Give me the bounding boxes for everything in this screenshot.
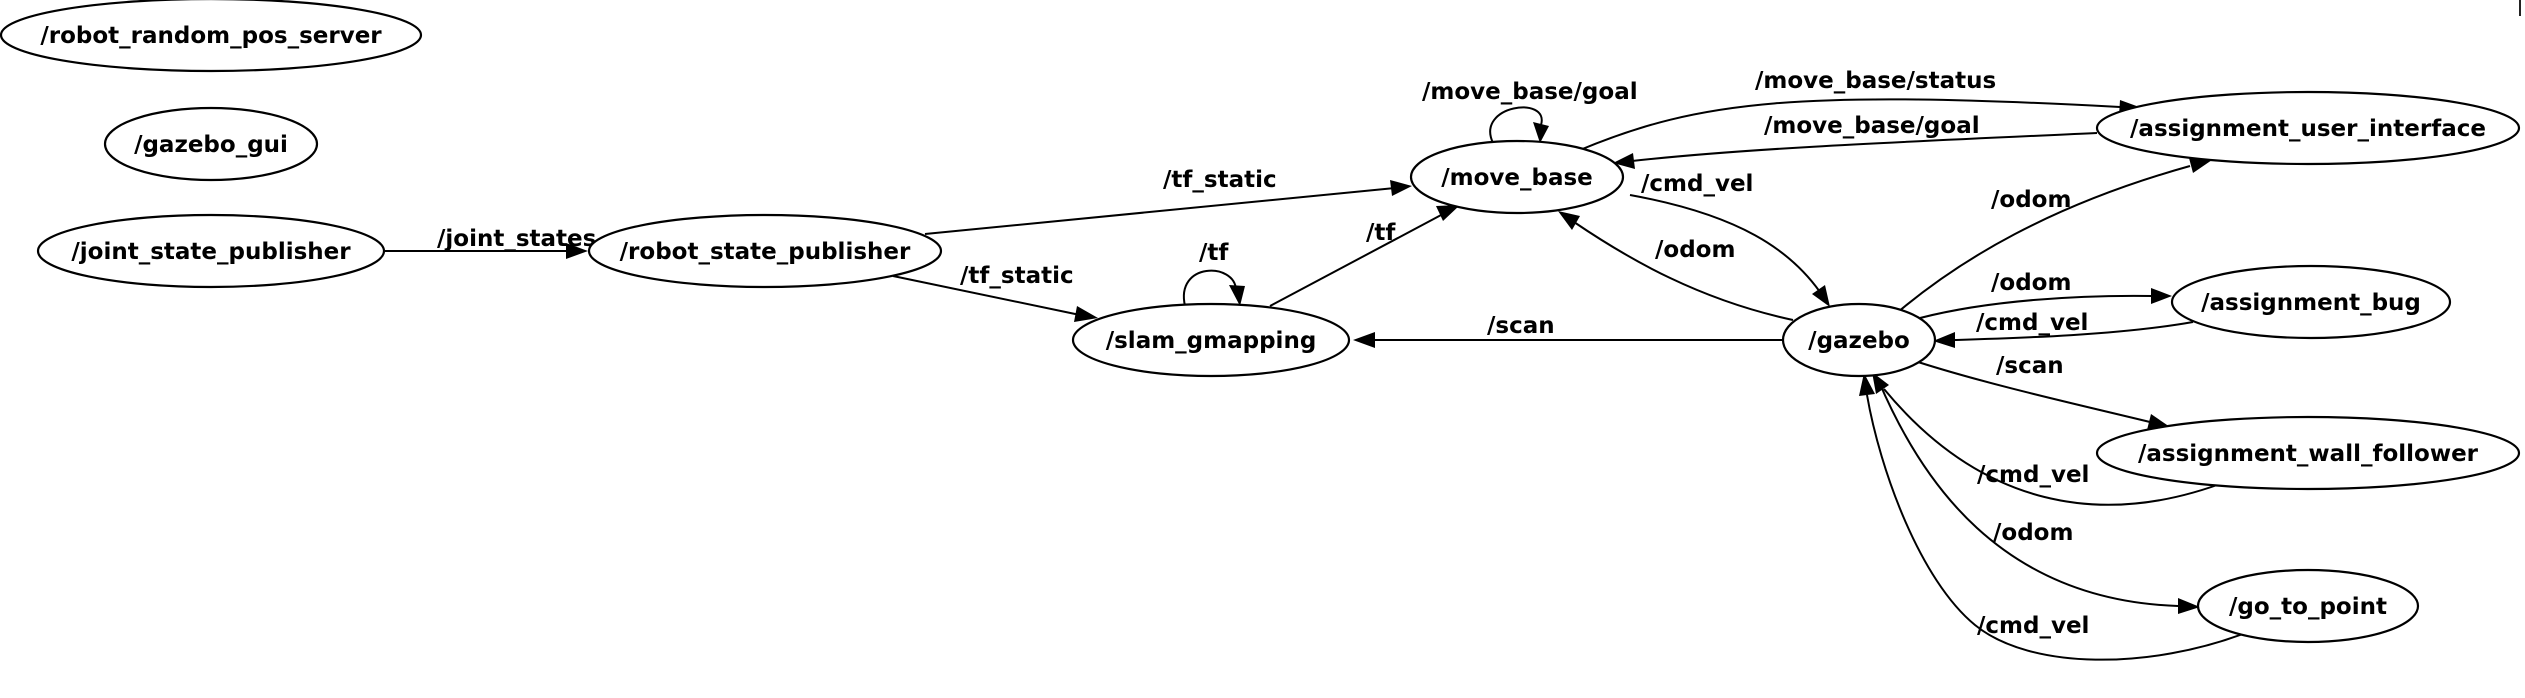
edge-bug-gz[interactable]: /cmd_vel	[1933, 310, 2194, 348]
edge-rsp-mb[interactable]: /tf_static	[924, 167, 1412, 235]
arrowhead	[2178, 598, 2200, 614]
edge-path	[1876, 376, 2179, 607]
node-assignment-user-interface[interactable]: /assignment_user_interface	[2095, 90, 2521, 166]
edge-label: /odom	[1991, 187, 2071, 213]
node-robot-random-pos-server[interactable]: /robot_random_pos_server	[0, 0, 423, 73]
arrowhead	[1558, 211, 1580, 230]
edge-label: /tf_static	[960, 263, 1074, 289]
edge-label: /cmd_vel	[1976, 310, 2088, 336]
edge-label: /cmd_vel	[1977, 613, 2089, 639]
edge-label: /joint_states	[437, 226, 596, 252]
edge-label: /odom	[1991, 270, 2071, 296]
edge-path	[1579, 98, 2121, 151]
edge-gz-aui[interactable]: /odom	[1897, 158, 2212, 313]
arrowhead	[1436, 205, 1460, 221]
node-assignment-wall-follower[interactable]: /assignment_wall_follower	[2095, 415, 2521, 491]
edge-path	[892, 275, 1081, 316]
node-label: /assignment_bug	[2201, 290, 2421, 316]
arrowhead	[1859, 373, 1875, 396]
node-label: /assignment_user_interface	[2130, 116, 2486, 142]
edge-path	[1883, 388, 2229, 506]
edge-label: /scan	[1487, 313, 1555, 339]
edge-label: /tf	[1199, 240, 1229, 266]
node-label: /gazebo_gui	[134, 132, 288, 158]
arrowhead	[1933, 332, 1955, 348]
edge-label: /move_base/goal	[1422, 79, 1638, 105]
edge-path	[1489, 106, 1543, 144]
node-joint-state-publisher[interactable]: /joint_state_publisher	[36, 213, 386, 289]
arrowhead	[2151, 288, 2172, 304]
edge-path	[1629, 194, 1821, 293]
arrowhead	[1074, 306, 1098, 322]
node-label: /move_base	[1441, 165, 1593, 191]
edge-path	[1954, 321, 2194, 341]
edge-slam-mb[interactable]: /tf	[1269, 205, 1460, 307]
node-label: /slam_gmapping	[1106, 328, 1317, 354]
edge-path	[1631, 132, 2098, 162]
edge-label: /cmd_vel	[1977, 462, 2089, 488]
edge-label: /scan	[1996, 353, 2064, 379]
edge-path	[1182, 269, 1237, 307]
node-gazebo-gui[interactable]: /gazebo_gui	[103, 106, 319, 182]
edge-mb-gz[interactable]: /cmd_vel	[1629, 171, 1830, 307]
arrowhead	[1390, 180, 1412, 196]
node-label: /assignment_wall_follower	[2138, 441, 2479, 467]
node-slam-gmapping[interactable]: /slam_gmapping	[1071, 302, 1351, 378]
edge-rsp-slam[interactable]: /tf_static	[892, 263, 1098, 322]
arrowhead	[2189, 158, 2212, 173]
arrowhead	[566, 243, 588, 259]
arrowhead	[1353, 332, 1375, 348]
node-robot-state-publisher[interactable]: /robot_state_publisher	[587, 213, 943, 289]
edge-mb-self[interactable]: /move_base/goal	[1422, 79, 1638, 144]
node-gazebo[interactable]: /gazebo	[1781, 302, 1937, 378]
edge-path	[1897, 165, 2191, 313]
edge-gz-wf[interactable]: /scan	[1917, 353, 2170, 430]
window-edge-marker	[2519, 0, 2525, 16]
node-label: /go_to_point	[2229, 594, 2387, 620]
edge-gz-mb[interactable]: /odom	[1558, 211, 1794, 321]
edge-slam-self[interactable]: /tf	[1182, 240, 1245, 307]
edge-path	[1269, 213, 1444, 307]
node-go-to-point[interactable]: /go_to_point	[2196, 568, 2420, 644]
node-label: /gazebo	[1808, 328, 1910, 354]
arrowhead	[1613, 153, 1635, 169]
edge-aui-mb[interactable]: /move_base/goal	[1613, 113, 2098, 169]
edge-jsp-rsp[interactable]: /joint_states	[384, 226, 596, 259]
edge-label: /odom	[1655, 237, 1735, 263]
edge-label: /tf	[1366, 220, 1396, 246]
edge-path	[1573, 221, 1794, 321]
edge-path	[1919, 294, 2153, 319]
node-label: /joint_state_publisher	[71, 239, 351, 265]
edge-gz-gtp[interactable]: /odom	[1876, 376, 2200, 614]
edge-gz-slam[interactable]: /scan	[1353, 313, 1783, 348]
edge-mb-aui[interactable]: /move_base/status	[1579, 68, 2142, 151]
node-assignment-bug[interactable]: /assignment_bug	[2170, 264, 2452, 340]
edge-gtp-gz[interactable]: /cmd_vel	[1859, 373, 2249, 661]
edge-label: /move_base/status	[1755, 68, 1996, 94]
edge-label: /tf_static	[1163, 167, 1277, 193]
edge-label: /cmd_vel	[1641, 171, 1753, 197]
arrowhead	[1229, 285, 1245, 306]
edge-path	[924, 187, 1396, 235]
arrowhead	[1812, 285, 1830, 307]
edge-label: /move_base/goal	[1764, 113, 1980, 139]
node-label: /robot_state_publisher	[620, 239, 911, 265]
node-move-base[interactable]: /move_base	[1409, 139, 1625, 215]
edge-wf-gz[interactable]: /cmd_vel	[1872, 372, 2229, 506]
edge-label: /odom	[1993, 520, 2073, 546]
edge-path	[1866, 394, 2249, 661]
arrowhead	[1533, 122, 1549, 143]
edge-gz-bug[interactable]: /odom	[1919, 270, 2172, 319]
node-label: /robot_random_pos_server	[40, 23, 382, 49]
edge-path	[1917, 361, 2151, 423]
